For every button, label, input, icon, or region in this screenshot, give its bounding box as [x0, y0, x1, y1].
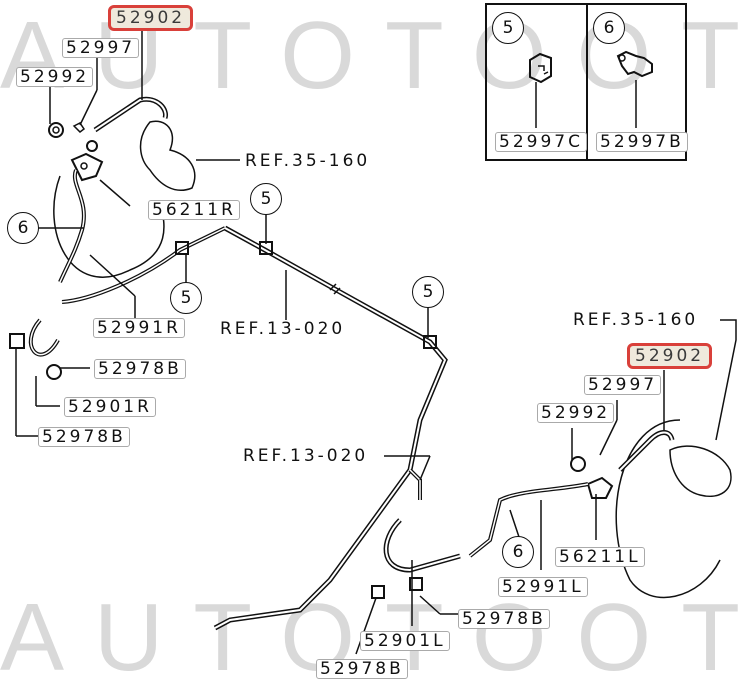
callout-6-left: 6: [502, 536, 534, 568]
part-label-52997-left[interactable]: 52997: [584, 375, 662, 395]
part-label-52991r[interactable]: 52991R: [93, 318, 185, 338]
ref-35-160-right[interactable]: REF.35-160: [245, 151, 371, 171]
part-label-52978b-upper-right[interactable]: 52978B: [94, 359, 186, 379]
callout-5-c: 5: [412, 276, 444, 308]
ref-35-160-left[interactable]: REF.35-160: [573, 310, 699, 330]
part-label-56211r[interactable]: 56211R: [148, 200, 240, 220]
part-label-52902-left[interactable]: 52902: [627, 343, 713, 369]
part-label-52997c[interactable]: 52997C: [495, 132, 587, 152]
left-wheel-assembly: [371, 419, 732, 599]
part-label-52991l[interactable]: 52991L: [498, 577, 588, 597]
leader-lines: [15, 30, 737, 655]
part-label-52978b-lower-right[interactable]: 52978B: [38, 427, 130, 447]
callout-6-right: 6: [7, 212, 39, 244]
part-label-52902-right[interactable]: 52902: [108, 5, 194, 31]
callout-5-a: 5: [250, 183, 282, 215]
callout-5-b: 5: [170, 282, 202, 314]
part-label-52901r[interactable]: 52901R: [64, 397, 156, 417]
ref-13-020-top[interactable]: REF.13-020: [220, 319, 346, 339]
part-label-52997b[interactable]: 52997B: [596, 132, 688, 152]
part-label-52978b-lower-left[interactable]: 52978B: [316, 659, 408, 679]
callout-6-inset: 6: [593, 12, 625, 44]
main-brake-pipe: [175, 225, 448, 631]
part-label-56211l[interactable]: 56211L: [555, 547, 645, 567]
part-label-52992-left[interactable]: 52992: [537, 403, 615, 423]
part-label-52992-right[interactable]: 52992: [16, 67, 94, 87]
part-label-52978b-right-left[interactable]: 52978B: [458, 609, 550, 629]
callout-5-inset: 5: [492, 12, 524, 44]
part-label-52901l[interactable]: 52901L: [360, 631, 450, 651]
ref-13-020-mid[interactable]: REF.13-020: [243, 446, 369, 466]
part-label-52997-right[interactable]: 52997: [62, 38, 140, 58]
inset-box: [485, 3, 687, 161]
